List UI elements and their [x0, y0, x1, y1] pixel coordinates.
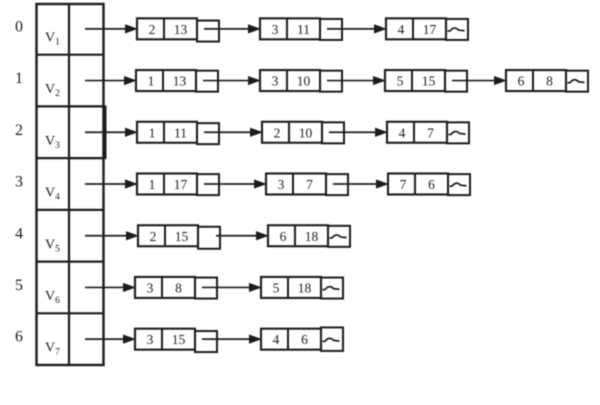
svg-text:15: 15: [175, 229, 189, 244]
svg-text:5: 5: [397, 74, 404, 89]
svg-text:1: 1: [15, 70, 23, 87]
svg-text:8: 8: [546, 74, 553, 89]
svg-text:7: 7: [427, 125, 434, 140]
svg-text:7: 7: [400, 177, 407, 192]
svg-text:11: 11: [297, 22, 310, 37]
svg-text:3: 3: [147, 332, 154, 347]
svg-text:6: 6: [280, 229, 287, 244]
svg-text:18: 18: [305, 229, 319, 244]
svg-text:13: 13: [173, 74, 187, 89]
svg-text:2: 2: [150, 229, 157, 244]
svg-text:1: 1: [148, 74, 155, 89]
svg-text:10: 10: [297, 74, 311, 89]
svg-text:6: 6: [428, 177, 435, 192]
svg-text:6: 6: [518, 74, 525, 89]
svg-text:4: 4: [273, 332, 280, 347]
svg-text:5: 5: [15, 277, 23, 294]
svg-text:1: 1: [149, 177, 156, 192]
svg-text:3: 3: [272, 22, 279, 37]
svg-text:4: 4: [399, 125, 406, 140]
svg-text:8: 8: [175, 280, 182, 295]
svg-text:3: 3: [278, 177, 285, 192]
svg-text:18: 18: [298, 280, 312, 295]
svg-text:1: 1: [149, 125, 156, 140]
svg-text:2: 2: [15, 122, 23, 139]
svg-text:15: 15: [172, 332, 186, 347]
svg-text:7: 7: [306, 177, 313, 192]
svg-text:6: 6: [15, 329, 23, 346]
svg-text:4: 4: [398, 22, 405, 37]
svg-text:10: 10: [299, 125, 313, 140]
svg-text:3: 3: [272, 74, 279, 89]
svg-text:3: 3: [15, 174, 23, 191]
svg-text:13: 13: [174, 22, 188, 37]
svg-text:11: 11: [174, 125, 187, 140]
svg-text:15: 15: [422, 74, 436, 89]
svg-text:5: 5: [273, 280, 280, 295]
svg-text:2: 2: [149, 22, 156, 37]
svg-text:4: 4: [15, 225, 23, 242]
svg-text:2: 2: [274, 125, 281, 140]
svg-text:17: 17: [423, 22, 437, 37]
svg-text:0: 0: [15, 18, 23, 35]
svg-text:6: 6: [301, 332, 308, 347]
svg-text:3: 3: [147, 280, 154, 295]
svg-text:17: 17: [174, 177, 188, 192]
